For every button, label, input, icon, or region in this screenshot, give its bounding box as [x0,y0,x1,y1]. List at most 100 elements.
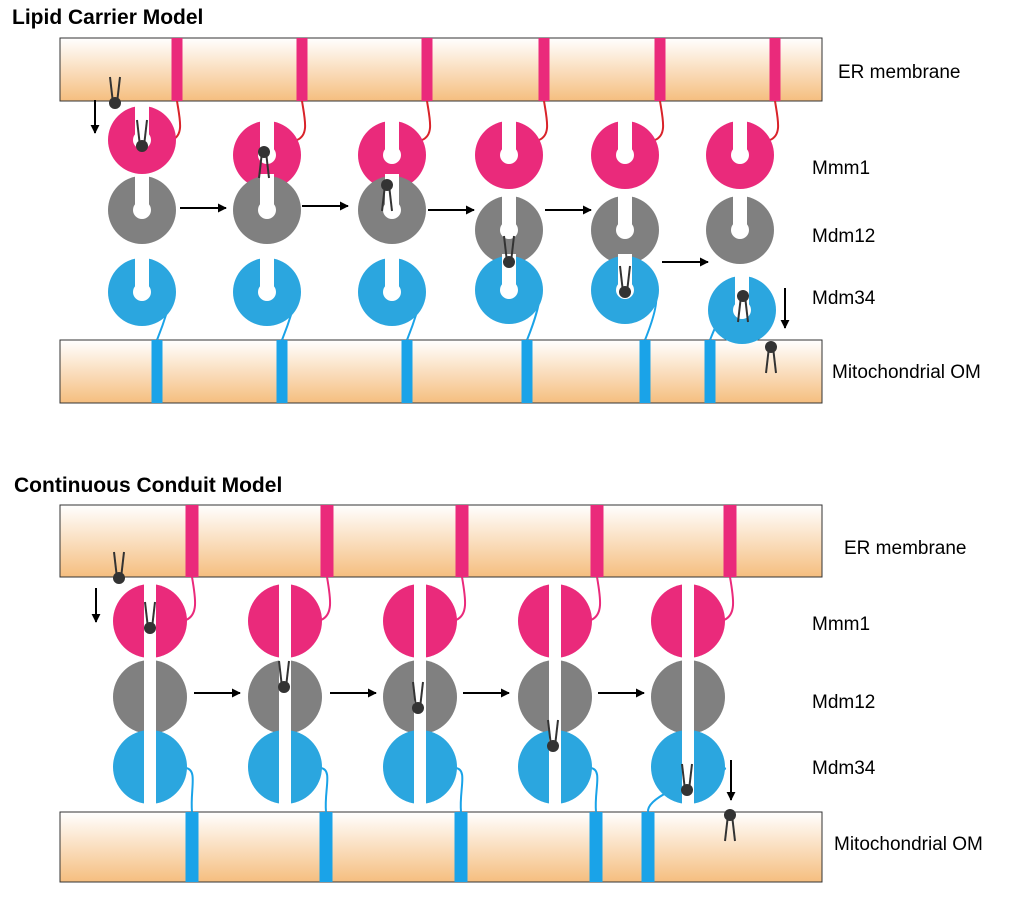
mdm12-label: Mdm12 [812,226,875,247]
mdm12-protein-channel [733,194,747,230]
transmembrane-anchor [590,505,604,577]
er-tether [455,576,467,621]
mdm12-protein [233,174,301,244]
mdm12-protein-channel [135,174,149,210]
transmembrane-anchor [185,505,199,577]
mmm1-protein-channel [260,119,274,155]
mdm12-label: Mdm12 [812,692,875,713]
mdm12-protein-gap [549,659,561,735]
mdm12-protein [518,659,592,735]
om-membrane [59,811,823,883]
er-membrane-label: ER membrane [838,62,961,83]
lipid-molecule [258,146,270,179]
transmembrane-anchor [538,38,550,101]
mdm12-protein-pocket [133,201,151,219]
mmm1-protein [108,104,176,174]
er-tether [421,100,432,141]
om-tether [185,767,194,813]
transmembrane-anchor [296,38,308,101]
transmembrane-anchor [151,340,163,403]
lipid-head [109,97,121,109]
lipid-molecule [737,290,749,323]
lipid-molecule [381,179,393,212]
mdm34-protein-channel [135,256,149,292]
lipid-head [136,140,148,152]
er-tether [590,576,602,621]
mmm1-protein-pocket [500,146,518,164]
mdm34-protein-channel [260,256,274,292]
mdm12-protein-channel [502,194,516,230]
mdm12-protein-pocket [616,221,634,239]
om-label: Mitochondrial OM [834,834,983,855]
transmembrane-anchor [589,812,603,882]
mmm1-protein-gap [549,583,561,659]
lipid-molecule [144,601,156,634]
mmm1-protein-gap [279,583,291,659]
transmembrane-anchor [723,505,737,577]
mdm12-protein [113,659,187,735]
mmm1-protein [113,583,187,659]
mdm34-protein [708,274,776,344]
transmembrane-anchor [704,340,716,403]
er-tether [296,100,307,141]
transmembrane-anchor [319,812,333,882]
mdm34-protein [358,256,426,326]
mdm34-protein [248,729,322,805]
er-membrane [59,504,823,578]
mmm1-protein-channel [618,119,632,155]
lipid-head [765,341,777,353]
lipid-molecule [681,763,693,796]
mdm12-protein-pocket [258,201,276,219]
er-membrane [59,37,823,102]
lipid-molecule [619,265,631,298]
mdm34-protein-pocket [258,283,276,301]
om-label: Mitochondrial OM [832,362,981,383]
mmm1-protein-gap [144,583,156,659]
mdm34-protein-gap [144,729,156,805]
mdm34-protein [108,256,176,326]
er-tether [538,100,549,141]
lipid-carrier-panel: Lipid Carrier Model ER membrane Mmm1 Mdm… [12,6,981,404]
transmembrane-anchor [171,38,183,101]
mdm12-protein-gap [682,659,694,735]
transmembrane-anchor [401,340,413,403]
mdm12-protein-channel [618,194,632,230]
lipid-head [113,572,125,584]
lipid-head [278,681,290,693]
transmembrane-anchor [641,812,655,882]
transmembrane-anchor [455,505,469,577]
mmm1-protein [651,583,725,659]
om-anchor-group [151,340,716,403]
mdm34-protein-gap [414,729,426,805]
lipid-head [258,146,270,158]
lipid-molecule [113,551,125,584]
er-tether [320,576,332,621]
lipid-head [619,286,631,298]
mdm12-protein-pocket [500,221,518,239]
mdm12-protein [591,194,659,264]
mdm12-protein [651,659,725,735]
mdm34-protein-gap [279,729,291,805]
transmembrane-anchor [654,38,666,101]
lipid-group [113,551,736,842]
er-tether [654,100,665,141]
er-tether [185,576,197,621]
lipid-head [737,290,749,302]
mmm1-protein-channel [502,119,516,155]
panel-title: Lipid Carrier Model [12,6,203,29]
lipid-head [681,784,693,796]
mmm1-protein-gap [682,583,694,659]
transmembrane-anchor [639,340,651,403]
mmm1-label: Mmm1 [812,614,870,635]
er-anchor-group [171,38,781,101]
lipid-molecule [503,235,515,268]
mmm1-protein-channel [385,119,399,155]
mmm1-protein-gap [414,583,426,659]
lipid-head [547,740,559,752]
om-tether [590,767,599,813]
lipid-head [503,256,515,268]
mmm1-label: Mmm1 [812,158,870,179]
mdm34-label: Mdm34 [812,758,876,779]
lipid-molecule [136,119,148,152]
